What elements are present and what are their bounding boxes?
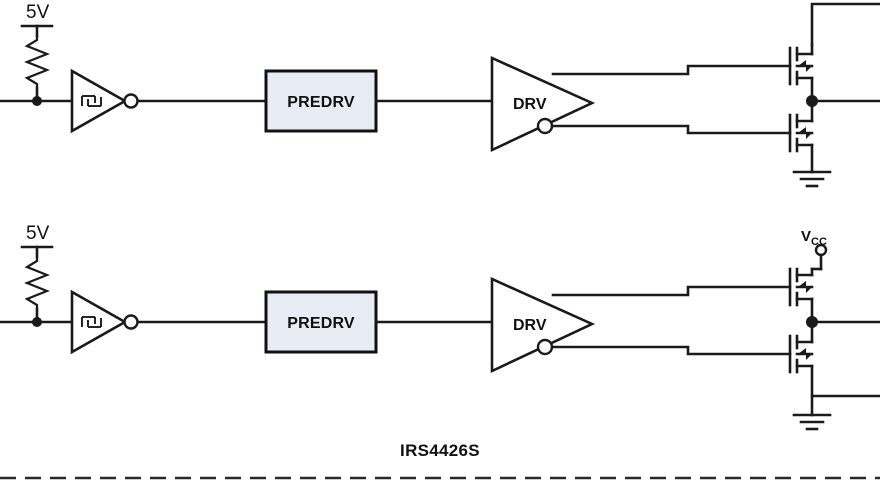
- ground-icon-lower: [792, 413, 832, 431]
- driver-label-upper: DRV: [513, 96, 547, 113]
- inverting-bubble-icon-upper: [123, 93, 139, 109]
- resistor-icon-lower: [24, 257, 50, 309]
- predriver-block-upper: [264, 69, 378, 133]
- vcc-label: VCC: [801, 228, 827, 248]
- mosfet-icon-highside-lower: [788, 267, 823, 324]
- mosfet-icon-lowside-lower: [788, 320, 814, 417]
- vcc-subscript: CC: [811, 236, 827, 248]
- ground-icon-upper: [792, 170, 832, 188]
- hysteresis-glyph-lower: [81, 316, 102, 328]
- gate-wire-highside-lower: [551, 285, 792, 297]
- pullup-network-lower: [20, 245, 54, 324]
- supply-label-lower: 5V: [26, 223, 50, 244]
- part-number-label: IRS4426S: [400, 441, 480, 460]
- inverter-triangle-upper: [70, 68, 128, 134]
- predriver-block-lower: [264, 290, 378, 354]
- junction-dot-icon-upper-input: [32, 96, 42, 106]
- mosfet-icon-highside-upper: [788, 43, 814, 103]
- inverting-bubble-icon-driver-lower: [536, 338, 554, 356]
- junction-dot-icon-output-lower: [806, 316, 818, 328]
- mosfet-icon-lowside-upper: [788, 99, 814, 174]
- schmitt-trigger-inverter-lower: [70, 289, 139, 355]
- resistor-icon-upper: [24, 36, 50, 88]
- gate-wire-highside-upper: [551, 64, 792, 76]
- pullup-network-upper: [20, 24, 54, 103]
- supply-label-upper: 5V: [26, 2, 50, 23]
- hysteresis-glyph-upper: [81, 95, 102, 107]
- driver-stage-upper: [490, 55, 596, 153]
- predriver-label-upper: PREDRV: [287, 94, 355, 111]
- predriver-label-lower: PREDRV: [287, 315, 355, 332]
- vcc-rail-wire-upper: [810, 2, 880, 47]
- gate-wire-lowside-upper: [550, 124, 792, 135]
- inverter-triangle-lower: [70, 289, 128, 355]
- gate-wire-lowside-lower: [550, 345, 792, 356]
- inverting-bubble-icon-lower: [123, 314, 139, 330]
- inverting-bubble-icon-driver-upper: [536, 117, 554, 135]
- junction-dot-icon-lower-input: [32, 317, 42, 327]
- schmitt-trigger-inverter-upper: [70, 68, 139, 134]
- vcc-terminal-lower: [814, 243, 828, 271]
- junction-dot-icon-output-upper: [806, 95, 818, 107]
- driver-label-lower: DRV: [513, 317, 547, 334]
